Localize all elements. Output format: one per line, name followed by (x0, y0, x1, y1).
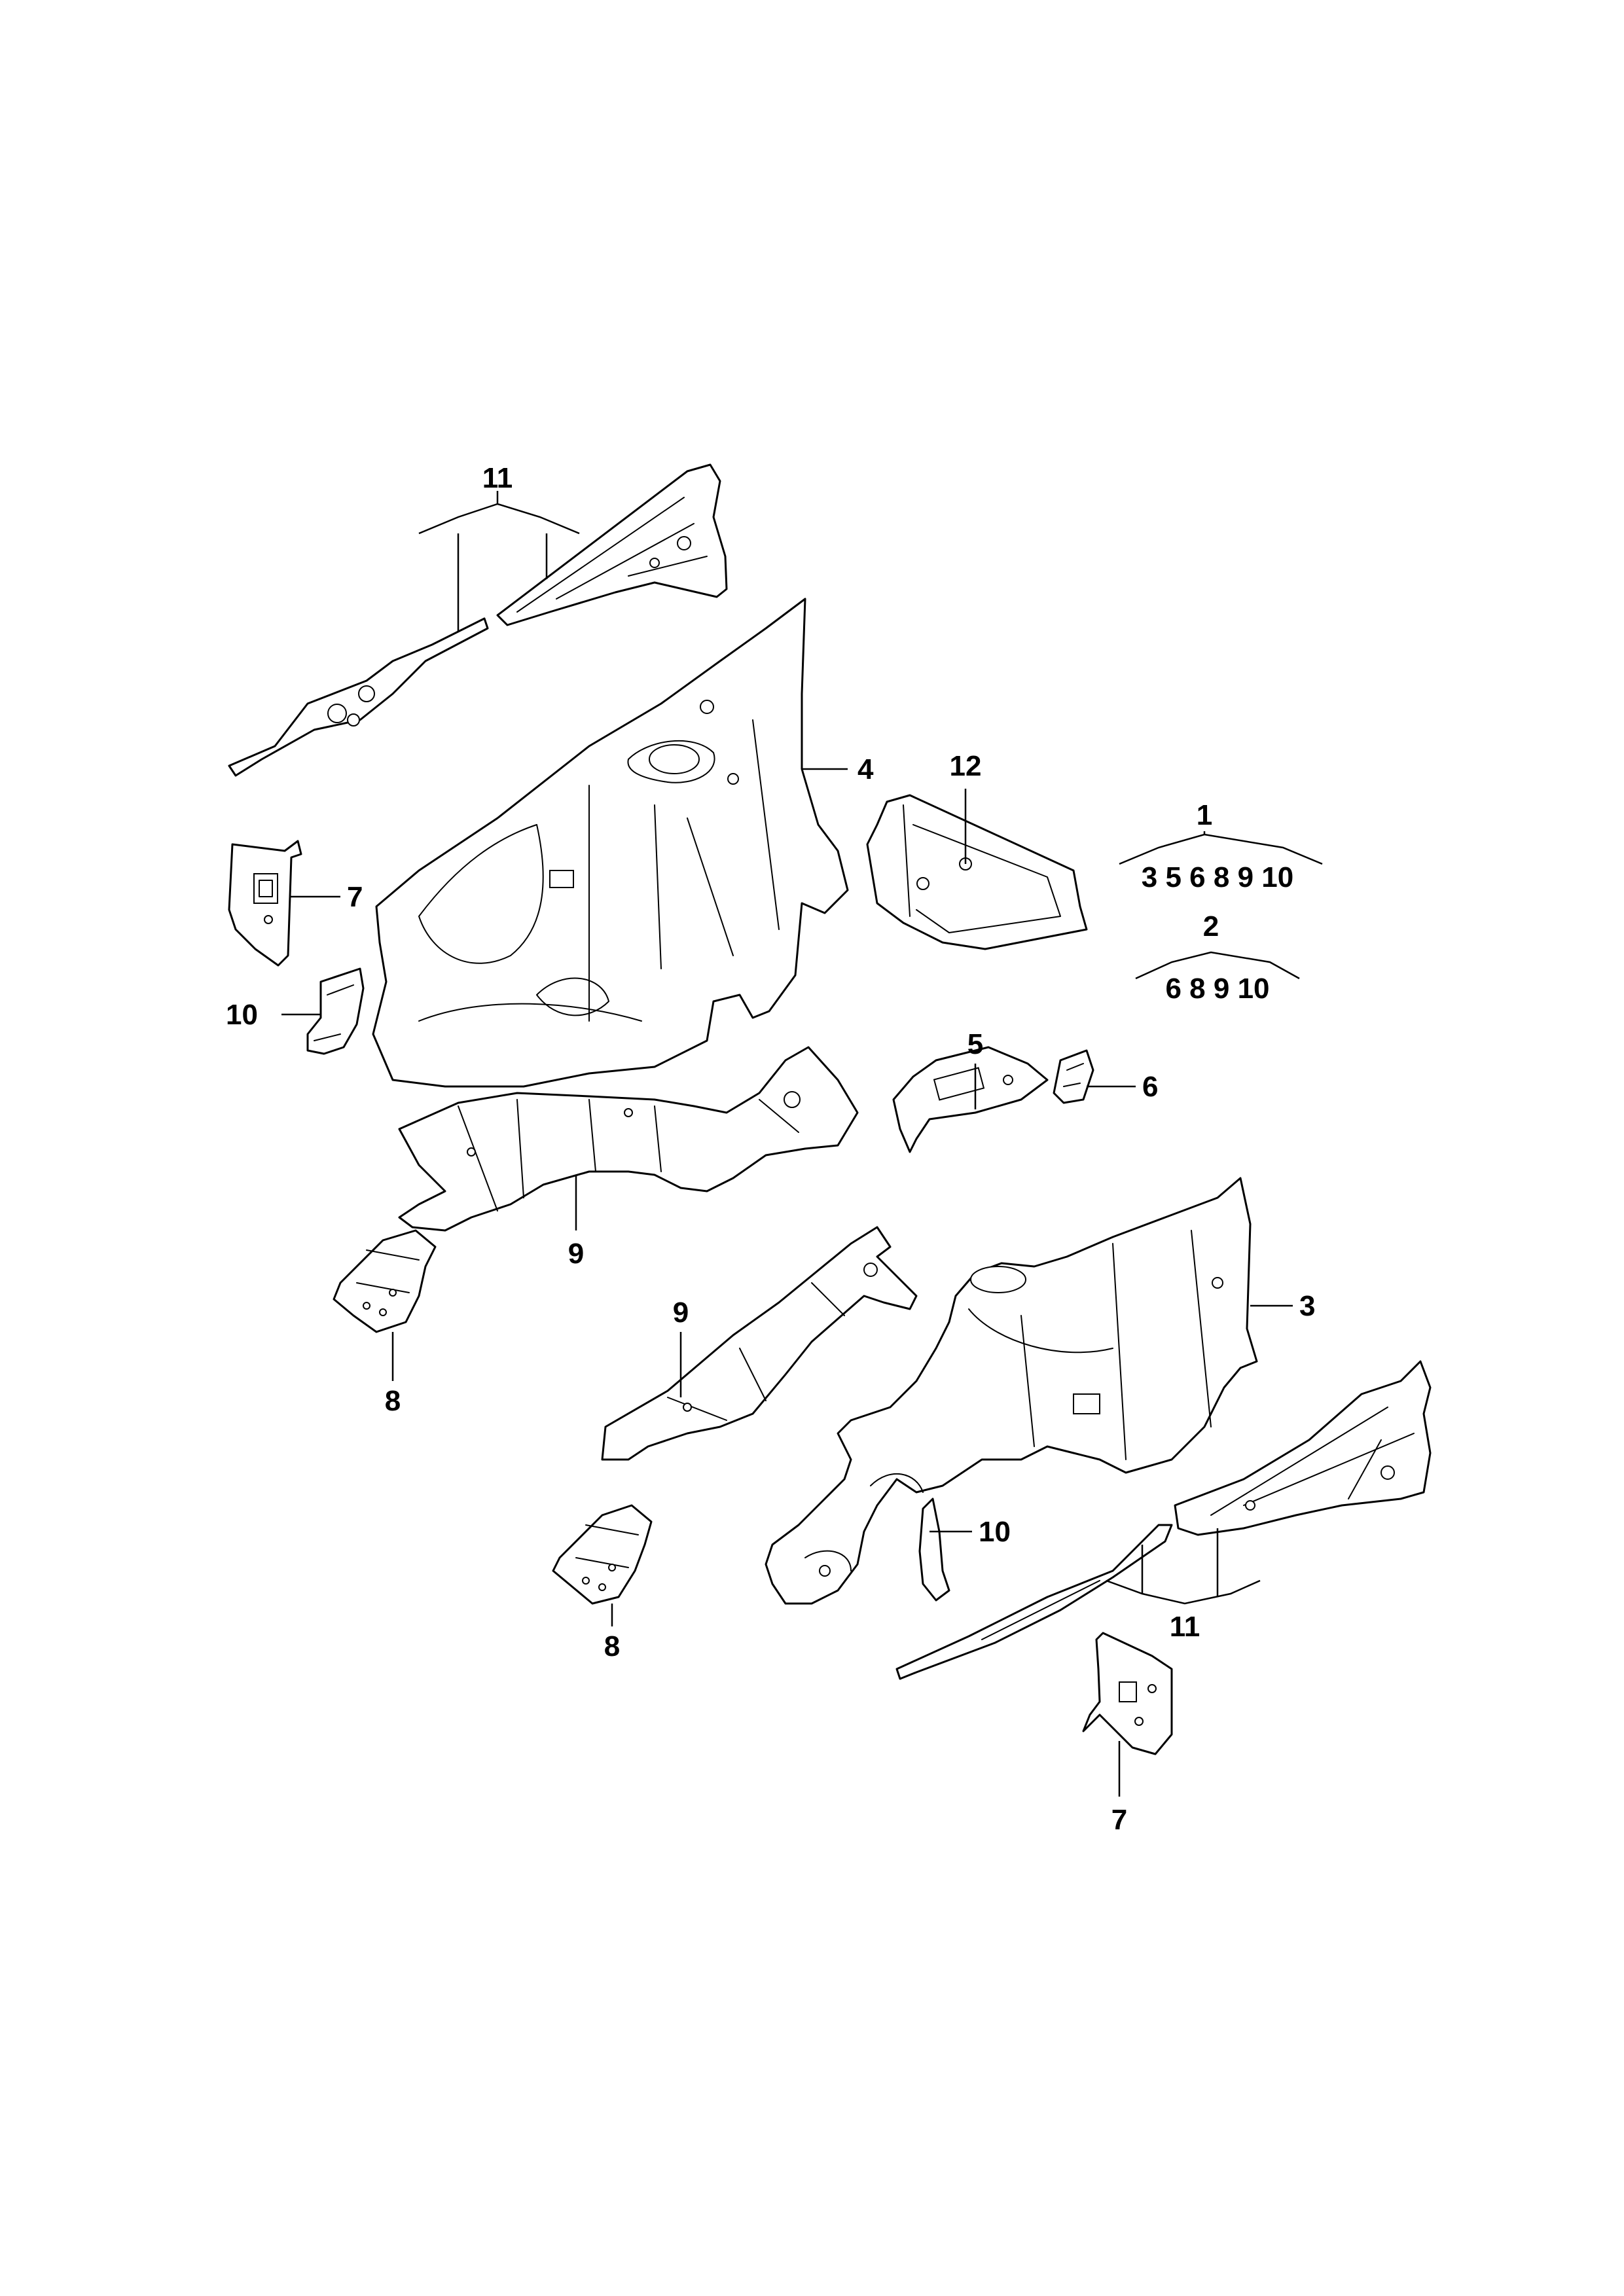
callout-8-lower: 8 (604, 1630, 620, 1662)
part-11-lower-rail-front (895, 1524, 1173, 1680)
part-8-plate-lower (552, 1504, 653, 1605)
callout-assembly-1: 1 (1197, 799, 1212, 831)
callout-9-lower: 9 (673, 1297, 689, 1329)
part-10-bracket-left (306, 967, 365, 1055)
callout-8-upper: 8 (385, 1385, 401, 1417)
callout-5: 5 (967, 1028, 983, 1060)
callout-assembly-2: 2 (1203, 910, 1219, 942)
part-4-wheelhouse-panel (372, 598, 849, 1088)
callout-10-left: 10 (226, 999, 258, 1031)
part-9-side-member-upper (398, 1046, 859, 1232)
callout-10-lower: 10 (979, 1516, 1011, 1548)
part-11-lower-rail-rear (1174, 1360, 1432, 1536)
part-3-front-structure (765, 1177, 1258, 1605)
part-5-mount-bracket (892, 1046, 1049, 1153)
callout-6: 6 (1142, 1071, 1158, 1103)
part-9-side-member-lower (601, 1226, 918, 1461)
callout-assembly-2-parts: 6 8 9 10 (1165, 973, 1269, 1005)
part-11-upper-rail-rear (496, 463, 728, 626)
callout-labels: 11 4 12 1 3 5 6 8 9 10 2 6 8 9 10 7 10 5… (226, 462, 1315, 1836)
callout-3: 3 (1299, 1290, 1315, 1322)
part-10-bracket-lower (918, 1498, 950, 1602)
callout-9-upper: 9 (568, 1238, 584, 1270)
callout-12: 12 (950, 750, 982, 782)
part-7-bracket-left (228, 840, 302, 967)
callout-11-top: 11 (482, 462, 513, 494)
callout-assembly-1-parts: 3 5 6 8 9 10 (1142, 861, 1293, 893)
part-8-plate-upper (333, 1229, 437, 1333)
callout-7-left: 7 (347, 881, 363, 913)
callout-7-lower: 7 (1111, 1804, 1127, 1836)
part-6-small-bracket (1053, 1049, 1094, 1104)
part-7-bracket-lower (1082, 1632, 1173, 1755)
leader-lines (281, 491, 1323, 1797)
part-11-upper-rail-front (228, 617, 489, 777)
callout-4: 4 (857, 753, 874, 785)
part-12-bracket-panel (866, 794, 1088, 950)
callout-11-lower: 11 (1170, 1611, 1200, 1643)
